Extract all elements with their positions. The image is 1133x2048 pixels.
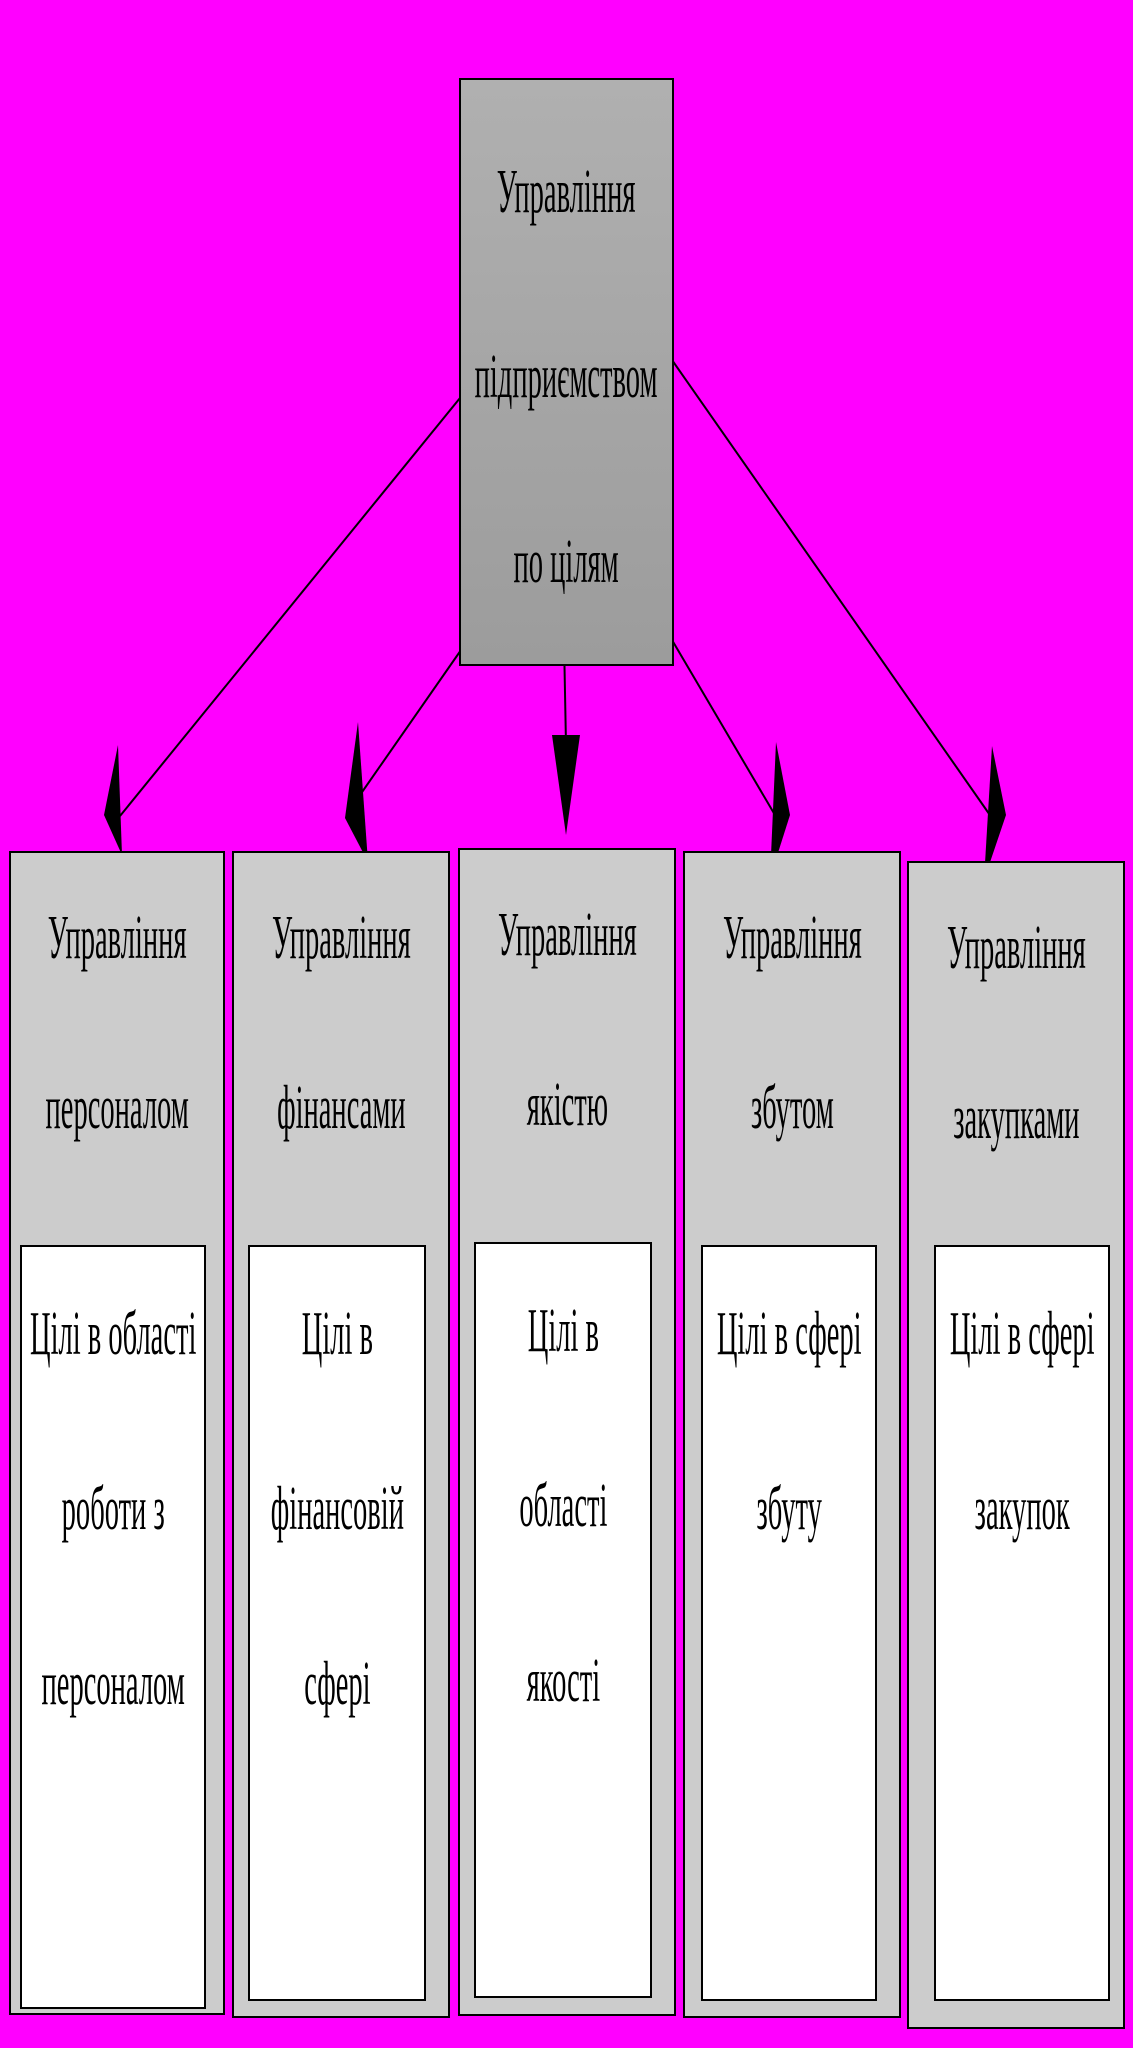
arrowhead-sales bbox=[770, 742, 790, 878]
branch-node-quality: Управління якістю Цілі в області якості bbox=[458, 848, 676, 2016]
connector-root-finance bbox=[359, 639, 469, 796]
goal-label-finance: Цілі в фінансовій сфері bbox=[270, 1300, 404, 1718]
branch-node-finance: Управління фінансами Цілі в фінансовій с… bbox=[232, 851, 450, 2018]
branch-node-purchasing: Управління закупками Цілі в сфері закупо… bbox=[907, 861, 1125, 2029]
connector-root-personnel bbox=[119, 397, 461, 817]
goal-box-finance: Цілі в фінансовій сфері bbox=[248, 1245, 426, 2001]
root-label: Управління підприємством по цілям bbox=[475, 158, 658, 596]
goal-box-quality: Цілі в області якості bbox=[474, 1242, 652, 1998]
branch-label-personnel: Управління персоналом bbox=[45, 904, 189, 1142]
branch-label-finance: Управління фінансами bbox=[271, 904, 411, 1142]
goal-label-quality: Цілі в області якості bbox=[518, 1297, 608, 1715]
arrowhead-purchasing bbox=[984, 746, 1006, 880]
arrowhead-finance bbox=[345, 722, 368, 862]
root-node: Управління підприємством по цілям bbox=[459, 78, 674, 666]
goal-box-purchasing: Цілі в сфері закупок bbox=[934, 1245, 1110, 2001]
goal-box-personnel: Цілі в області роботи з персоналом bbox=[20, 1245, 206, 2009]
branch-label-quality: Управління якістю bbox=[497, 901, 637, 1139]
branch-label-purchasing: Управління закупками bbox=[946, 914, 1086, 1152]
goal-label-purchasing: Цілі в сфері закупок bbox=[949, 1300, 1095, 1543]
goal-label-sales: Цілі в сфері збуту bbox=[716, 1300, 862, 1543]
goal-label-personnel: Цілі в області роботи з персоналом bbox=[29, 1300, 197, 1718]
branch-label-sales: Управління збутом bbox=[722, 904, 862, 1142]
connector-root-sales bbox=[671, 639, 776, 816]
connector-root-purchasing bbox=[671, 359, 993, 819]
arrowhead-personnel bbox=[104, 745, 122, 855]
arrowhead-quality bbox=[552, 735, 580, 835]
goal-box-sales: Цілі в сфері збуту bbox=[701, 1245, 877, 2001]
branch-node-personnel: Управління персоналом Цілі в області роб… bbox=[9, 851, 225, 2015]
branch-node-sales: Управління збутом Цілі в сфері збуту bbox=[683, 851, 901, 2018]
